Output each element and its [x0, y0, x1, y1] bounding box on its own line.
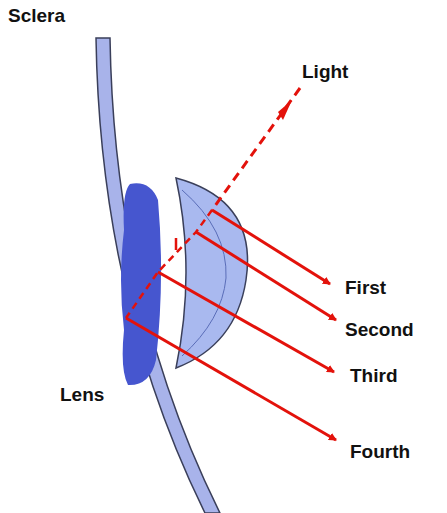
reflection-ray	[158, 272, 334, 372]
structure-label: Lens	[60, 385, 104, 406]
cornea-shape	[176, 178, 248, 368]
structure-label: Sclera	[8, 6, 65, 27]
reflection-label: First	[345, 278, 386, 299]
reflection-label: Third	[350, 366, 398, 387]
lens-shape	[121, 183, 161, 385]
ray-tick	[175, 238, 178, 250]
reflection-label: Fourth	[350, 442, 410, 463]
light-arrowhead	[278, 100, 292, 120]
internal-ray	[126, 210, 212, 318]
reflection-label: Second	[345, 320, 414, 341]
reflection-ray	[212, 210, 330, 284]
light-ray	[212, 88, 300, 210]
reflection-ray	[126, 318, 336, 440]
ray-label: Light	[302, 62, 348, 83]
